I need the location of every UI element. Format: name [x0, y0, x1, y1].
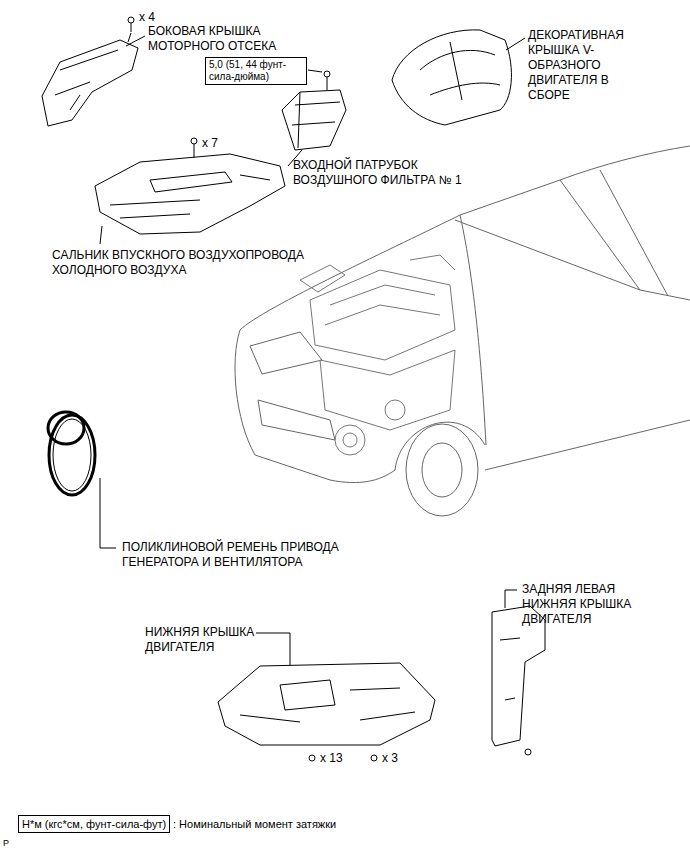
part-name: НИЖНЯЯ КРЫШКА ДВИГАТЕЛЯ — [145, 625, 275, 655]
under-cover-part — [218, 633, 435, 761]
legend-text: : Номинальный момент затяжки — [173, 817, 336, 831]
torque-legend-box: Н*м (кгс*см, фунт-сила-фут) — [18, 815, 170, 833]
part-name: БОКОВАЯ КРЫШКА МОТОРНОГО ОТСЕКА — [148, 24, 288, 54]
car-outline — [235, 146, 690, 516]
side-cover-part — [42, 17, 138, 126]
page-mark: P — [3, 838, 9, 849]
box-text: Н*м (кгс*см, фунт-сила-фут) — [22, 817, 166, 831]
part-name: САЛЬНИК ВПУСКНОГО ВОЗДУХОПРОВОДА ХОЛОДНО… — [52, 248, 352, 278]
quantity: x 7 — [202, 136, 218, 151]
engine-cover-part — [392, 30, 525, 125]
engine-sketch — [300, 255, 455, 455]
part-name: ДЕКОРАТИВНАЯ КРЫШКА V-ОБРАЗНОГО ДВИГАТЕЛ… — [528, 28, 648, 103]
belt-part — [48, 412, 116, 548]
part-name: ЗАДНЯЯ ЛЕВАЯ НИЖНЯЯ КРЫШКА ДВИГАТЕЛЯ — [522, 582, 652, 627]
part-name: ПОЛИКЛИНОВОЙ РЕМЕНЬ ПРИВОДА ГЕНЕРАТОРА И… — [122, 540, 392, 570]
quantity: x 13 — [320, 751, 343, 766]
quantity: x 4 — [139, 10, 155, 25]
part-name: ВХОДНОЙ ПАТРУБОК ВОЗДУШНОГО ФИЛЬТРА № 1 — [293, 158, 473, 188]
torque-spec-box: 5,0 (51, 44 фунт-сила-дюйма) — [205, 57, 307, 85]
quantity: x 3 — [382, 751, 398, 766]
box-text: 5,0 (51, 44 фунт-сила-дюйма) — [209, 59, 303, 83]
intake-duct-part — [95, 138, 285, 244]
